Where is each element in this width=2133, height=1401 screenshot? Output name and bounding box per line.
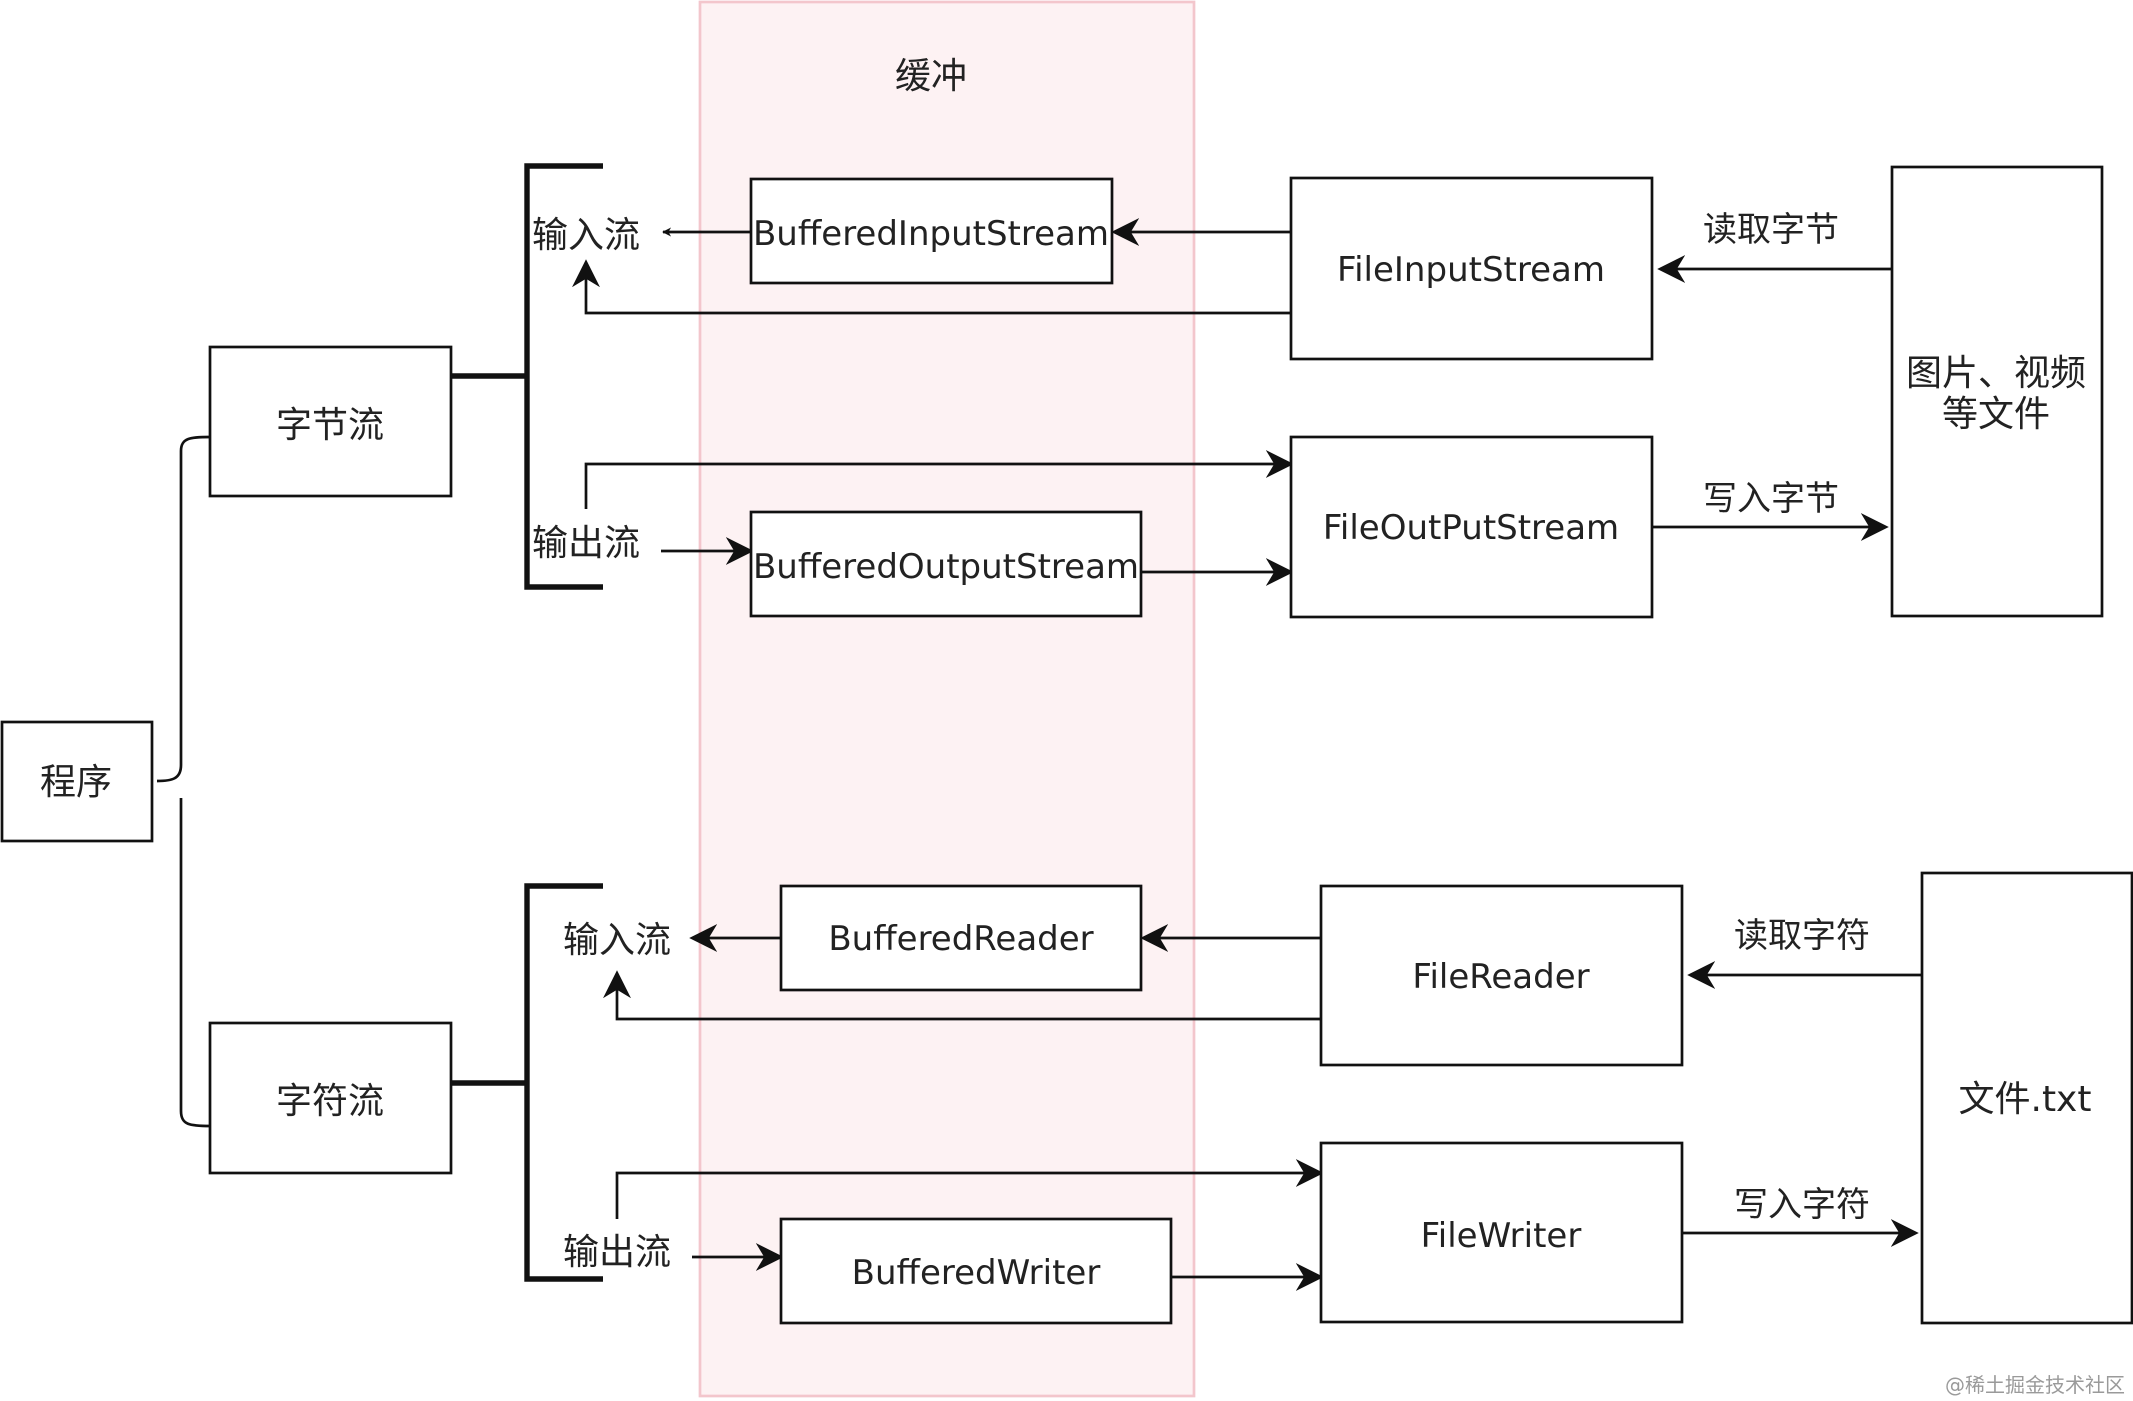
text-file-node	[1920, 871, 2133, 1325]
media-files-label-line1: 图片、视频	[1906, 353, 2086, 394]
char-stream-label: 字符流	[276, 1081, 384, 1122]
char-output-label: 输出流	[563, 1232, 671, 1273]
buffered-output-stream-label: BufferedOutputStream	[753, 547, 1139, 587]
byte-stream-node	[208, 345, 453, 498]
file-writer-label: FileWriter	[1421, 1216, 1582, 1256]
buffered-writer-node	[779, 1217, 1173, 1325]
char-input-label: 输入流	[563, 920, 671, 961]
byte-input-label: 输入流	[532, 215, 640, 256]
file-reader-label: FileReader	[1412, 957, 1589, 997]
buffered-input-stream-label: BufferedInputStream	[753, 214, 1109, 254]
media-files-label-line2: 等文件	[1942, 394, 2050, 435]
read-chars-label: 读取字符	[1734, 916, 1870, 956]
watermark: @稀土掘金技术社区	[1945, 1373, 2125, 1397]
arrow-char-output-direct	[615, 1159, 1324, 1219]
read-bytes-label: 读取字节	[1703, 210, 1839, 250]
buffered-writer-label: BufferedWriter	[852, 1253, 1101, 1293]
file-reader-node	[1319, 884, 1684, 1067]
program-branch-brace	[156, 435, 211, 1128]
byte-output-label: 输出流	[532, 523, 640, 564]
file-writer-node	[1319, 1141, 1684, 1324]
arrow-file-input-direct	[572, 259, 1291, 315]
arrow-byte-output-direct	[584, 450, 1294, 509]
byte-stream-label: 字节流	[276, 405, 384, 446]
buffered-output-stream-node	[749, 510, 1143, 618]
buffer-label: 缓冲	[895, 56, 967, 97]
text-file-label: 文件.txt	[1959, 1079, 2092, 1120]
write-chars-label: 写入字符	[1734, 1185, 1870, 1225]
program-node	[0, 720, 154, 843]
arrow-file-reader-direct	[603, 970, 1321, 1021]
buffered-reader-node	[779, 884, 1143, 992]
buffered-reader-label: BufferedReader	[828, 919, 1093, 959]
file-input-stream-node	[1289, 176, 1654, 361]
file-output-stream-node	[1289, 435, 1654, 619]
file-input-stream-label: FileInputStream	[1337, 250, 1605, 290]
char-stream-node	[208, 1021, 453, 1175]
program-label: 程序	[40, 762, 112, 803]
write-bytes-label: 写入字节	[1703, 479, 1839, 519]
byte-stream-bracket	[524, 163, 603, 590]
file-output-stream-label: FileOutPutStream	[1323, 508, 1619, 548]
media-files-node	[1890, 165, 2104, 618]
char-stream-bracket	[524, 883, 603, 1282]
